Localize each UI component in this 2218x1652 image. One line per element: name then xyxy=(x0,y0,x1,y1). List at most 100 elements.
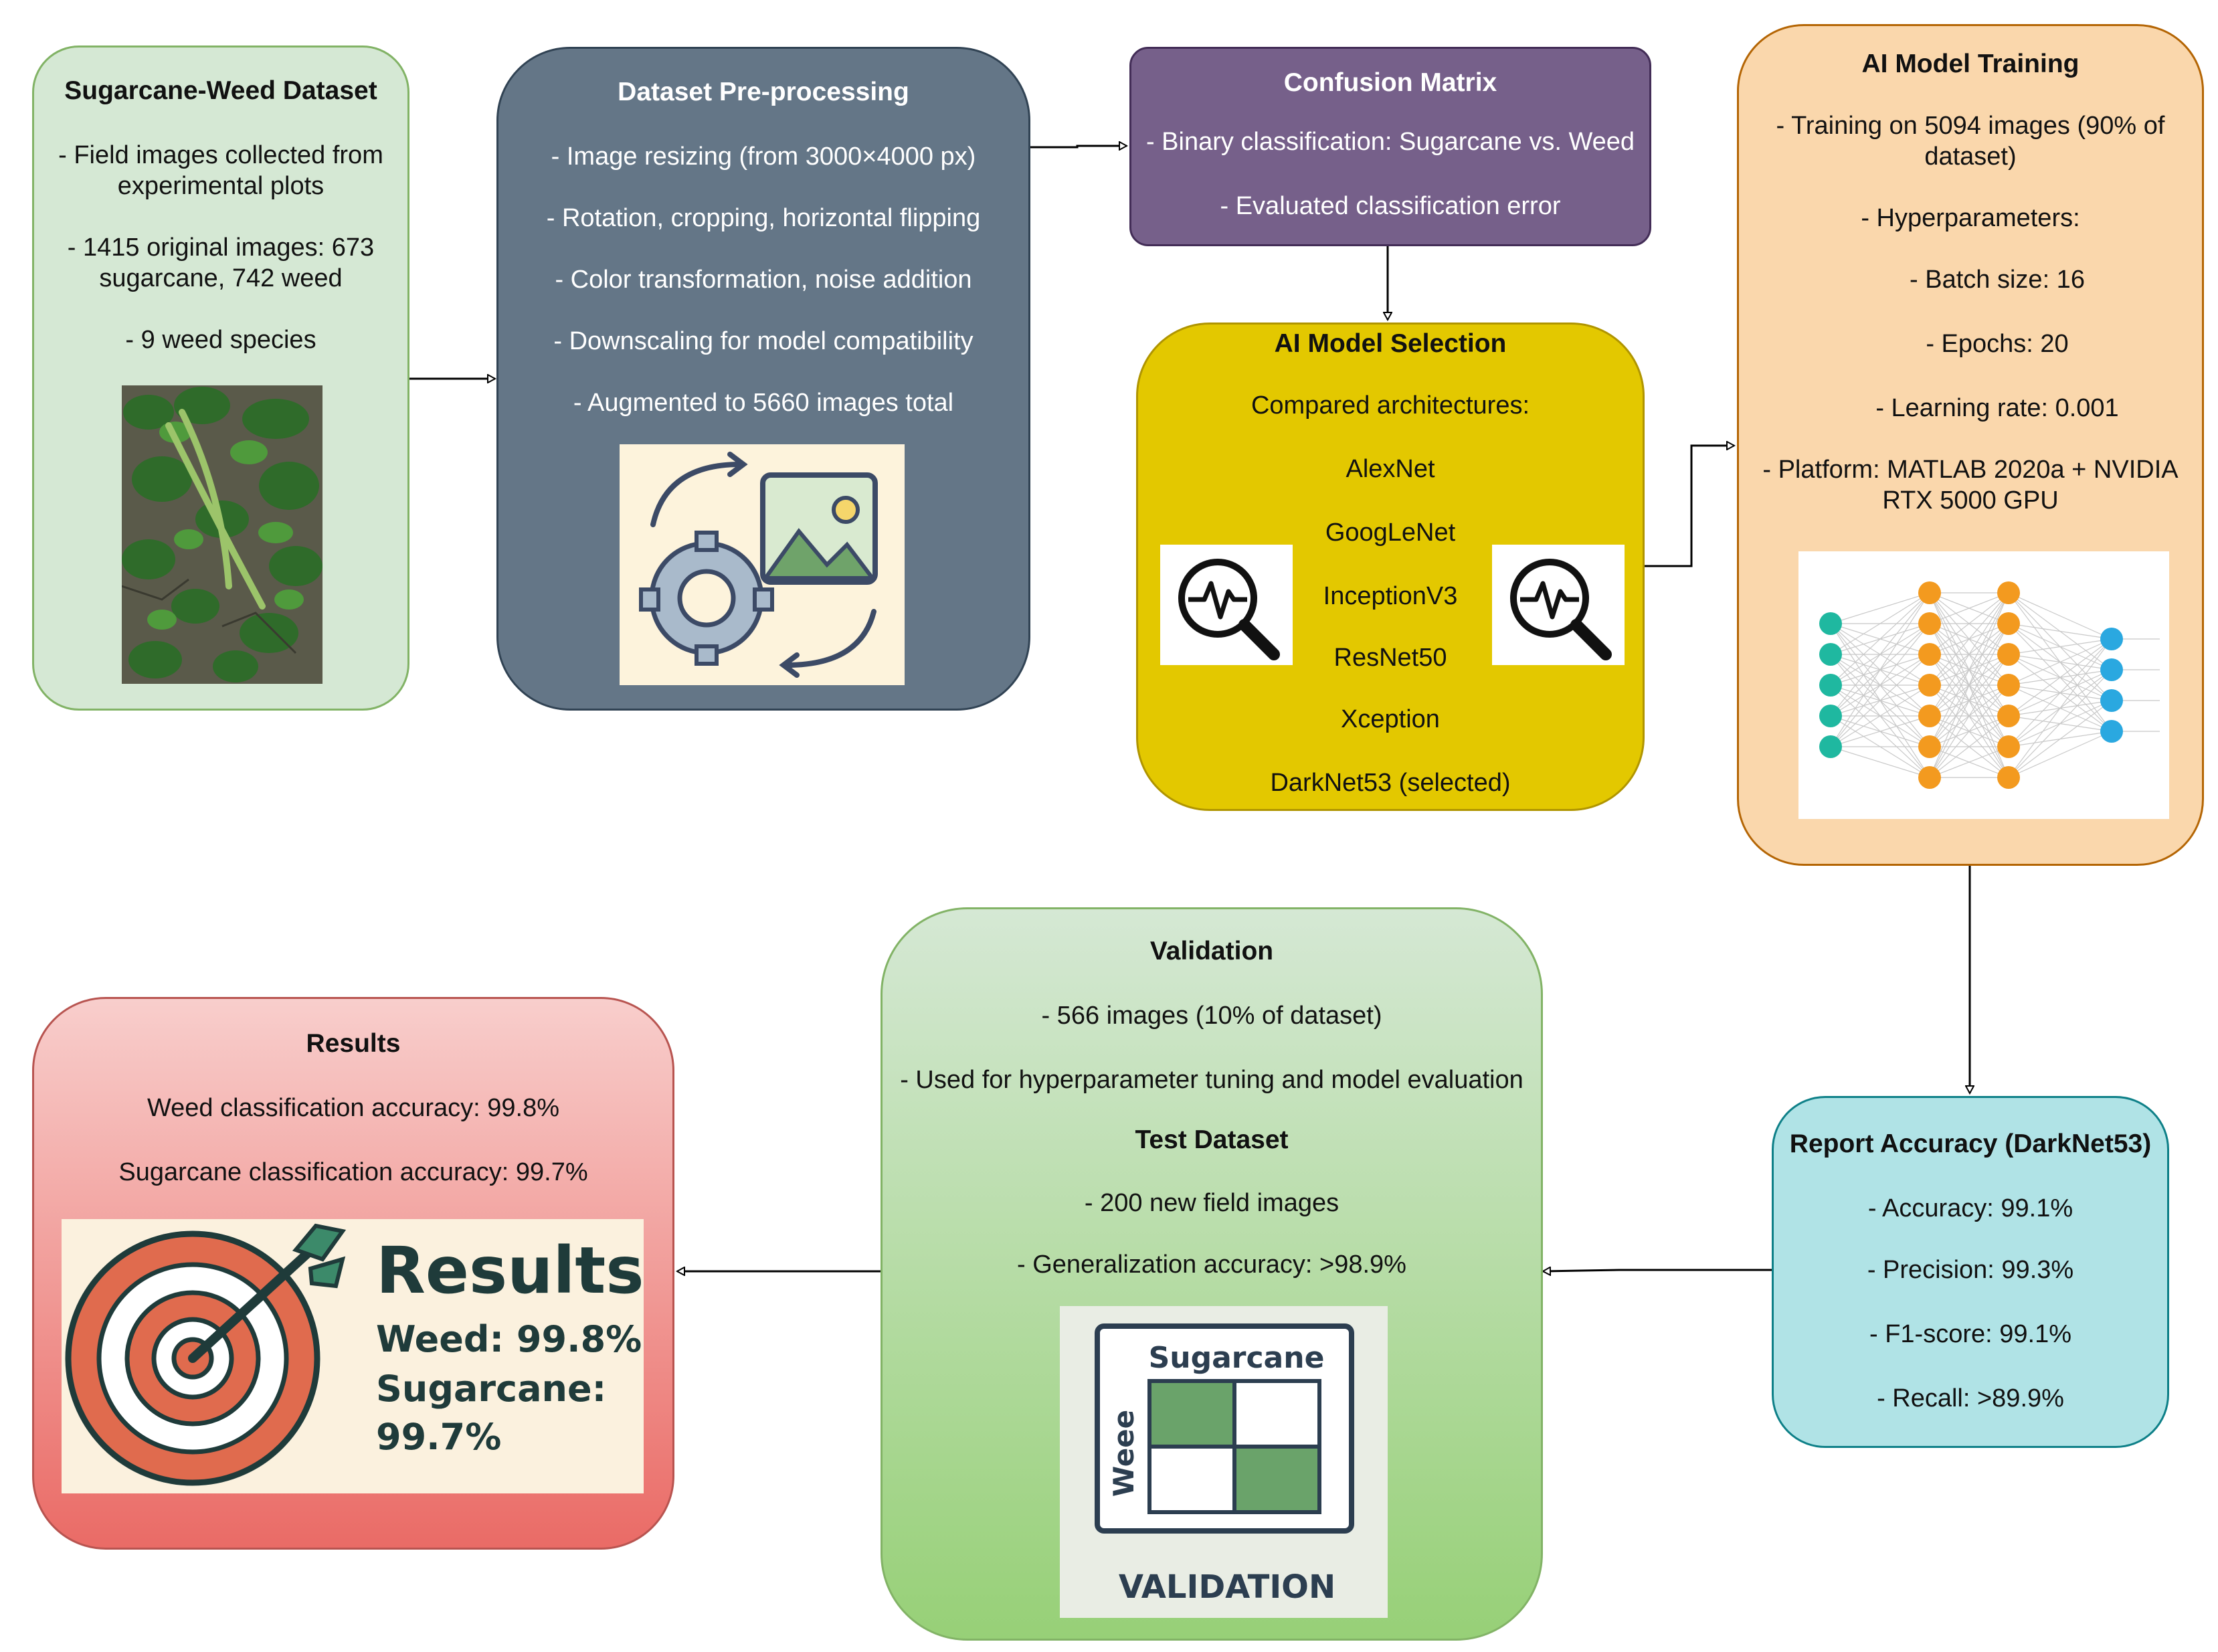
preprocessing-item: - Image resizing (from 3000×4000 px) xyxy=(551,143,976,171)
model-name: AlexNet xyxy=(1346,455,1435,483)
nn-edge xyxy=(1830,592,1930,655)
nn-node xyxy=(1819,612,1842,635)
dataset-line-3: - 9 weed species xyxy=(125,326,316,354)
image-augmentation-icon xyxy=(620,444,905,685)
nn-edge xyxy=(1929,746,2009,778)
nn-node xyxy=(1997,643,2020,666)
nn-node xyxy=(1918,705,1941,727)
nn-edge xyxy=(1929,592,2009,717)
preprocessing-item: - Rotation, cropping, horizontal flippin… xyxy=(546,204,981,232)
validation-title: Validation xyxy=(1149,937,1274,966)
nn-edge xyxy=(2008,623,2112,640)
arrow-icon xyxy=(188,1223,347,1363)
training-title: AI Model Training xyxy=(1861,50,2080,78)
graphic-validation-label: VALIDATION xyxy=(1119,1568,1335,1606)
field-photo-image xyxy=(122,385,322,684)
report-accuracy-box: Report Accuracy (DarkNet53) - Accuracy: … xyxy=(1772,1096,2169,1448)
graphic-weed-accuracy: Weed: 99.8% xyxy=(376,1318,642,1360)
report-title: Report Accuracy (DarkNet53) xyxy=(1789,1129,2152,1158)
nn-edge xyxy=(2008,638,2112,655)
nn-node xyxy=(1997,581,2020,604)
dataset-preprocessing-box: Dataset Pre-processing - Image resizing … xyxy=(496,47,1030,711)
nn-edge xyxy=(1830,715,1930,747)
nn-node xyxy=(2100,689,2123,712)
nn-edge xyxy=(1929,623,2009,778)
nn-edge xyxy=(2008,592,2112,640)
model-name: InceptionV3 xyxy=(1323,582,1458,610)
report-item: - Precision: 99.3% xyxy=(1867,1256,2074,1284)
training-platform-b: RTX 5000 GPU xyxy=(1882,486,2059,515)
nn-node xyxy=(2100,658,2123,681)
nn-node xyxy=(1918,612,1941,635)
results-line-2: Sugarcane classification accuracy: 99.7% xyxy=(118,1158,588,1186)
preprocessing-item: - Augmented to 5660 images total xyxy=(573,389,954,417)
training-batch-size: - Batch size: 16 xyxy=(1910,266,2085,294)
neural-network-image xyxy=(1798,551,2169,819)
nn-edge xyxy=(1929,592,2009,778)
nn-node xyxy=(1997,612,2020,635)
nn-edge xyxy=(1929,684,2009,778)
validation-line-1: - 566 images (10% of dataset) xyxy=(1041,1002,1382,1030)
magnifier-analysis-icon xyxy=(1160,545,1293,665)
dataset-line-2b: sugarcane, 742 weed xyxy=(99,264,343,292)
graphic-weed-label: Weee xyxy=(1107,1410,1140,1497)
nn-edge xyxy=(1830,684,1930,747)
nn-edge xyxy=(1830,623,1930,747)
nn-edge xyxy=(2008,638,2112,747)
nn-edge xyxy=(1929,654,2009,778)
graphic-sugarcane-label: Sugarcane xyxy=(1149,1341,1325,1375)
training-platform-a: - Platform: MATLAB 2020a + NVIDIA xyxy=(1762,456,2179,484)
nn-node xyxy=(1997,674,2020,697)
dataset-title: Sugarcane-Weed Dataset xyxy=(64,76,377,105)
training-learning-rate: - Learning rate: 0.001 xyxy=(1875,394,2119,422)
nn-edge xyxy=(1929,592,2009,686)
nn-node xyxy=(1918,674,1941,697)
training-hyperparameters: - Hyperparameters: xyxy=(1861,204,2080,232)
nn-edge xyxy=(1929,592,2009,624)
nn-node xyxy=(1918,766,1941,789)
model-name: GoogLeNet xyxy=(1325,519,1456,547)
confusion-matrix-box: Confusion Matrix - Binary classification… xyxy=(1129,47,1651,246)
nn-edge xyxy=(1830,592,1930,624)
results-title: Results xyxy=(306,1029,401,1058)
results-line-1: Weed classification accuracy: 99.8% xyxy=(147,1094,560,1122)
nn-node xyxy=(1918,581,1941,604)
validation-line-2: - Used for hyperparameter tuning and mod… xyxy=(900,1066,1523,1094)
nn-edge xyxy=(2008,638,2112,717)
nn-edge xyxy=(2008,638,2112,686)
nn-edge xyxy=(2008,731,2112,778)
gear-icon xyxy=(639,531,774,666)
results-target-image: Results Weed: 99.8% Sugarcane: 99.7% xyxy=(62,1219,644,1493)
validation-matrix-image: Sugarcane Weee VALIDATION xyxy=(1060,1306,1388,1618)
graphic-sugarcane-label: Sugarcane: xyxy=(376,1368,606,1410)
report-item: - Accuracy: 99.1% xyxy=(1867,1194,2073,1222)
nn-edge xyxy=(1830,654,1930,747)
report-item: - Recall: >89.9% xyxy=(1877,1384,2064,1412)
selection-title: AI Model Selection xyxy=(1274,329,1507,358)
nn-node xyxy=(1997,766,2020,789)
model-name-selected: DarkNet53 (selected) xyxy=(1270,769,1511,797)
nn-node xyxy=(1819,705,1842,727)
nn-edge xyxy=(2008,700,2112,778)
ai-model-training-box: AI Model Training - Training on 5094 ima… xyxy=(1737,24,2204,866)
nn-edge xyxy=(1830,746,1930,778)
confusion-item: - Evaluated classification error xyxy=(1220,192,1561,220)
dataset-line-1b: experimental plots xyxy=(117,172,325,200)
arrow-selection-to-training xyxy=(1645,446,1734,567)
confusion-title: Confusion Matrix xyxy=(1283,68,1497,97)
confusion-item: - Binary classification: Sugarcane vs. W… xyxy=(1145,128,1635,156)
arrow-preprocessing-to-confusion xyxy=(1030,146,1127,147)
nn-edge xyxy=(1929,715,2009,778)
nn-edge xyxy=(2008,638,2112,778)
validation-line-4: - Generalization accuracy: >98.9% xyxy=(1017,1251,1406,1279)
magnifier-analysis-icon xyxy=(1492,545,1625,665)
nn-edge xyxy=(1830,592,1930,717)
nn-edge xyxy=(1830,592,1930,747)
dataset-line-1a: - Field images collected from xyxy=(58,141,383,169)
dataset-line-2a: - 1415 original images: 673 xyxy=(67,234,375,262)
arrow-report-to-validation xyxy=(1543,1270,1772,1271)
preprocessing-title: Dataset Pre-processing xyxy=(618,78,909,106)
selection-subtitle: Compared architectures: xyxy=(1251,391,1530,420)
nn-node xyxy=(1819,674,1842,697)
model-name: Xception xyxy=(1341,705,1440,733)
